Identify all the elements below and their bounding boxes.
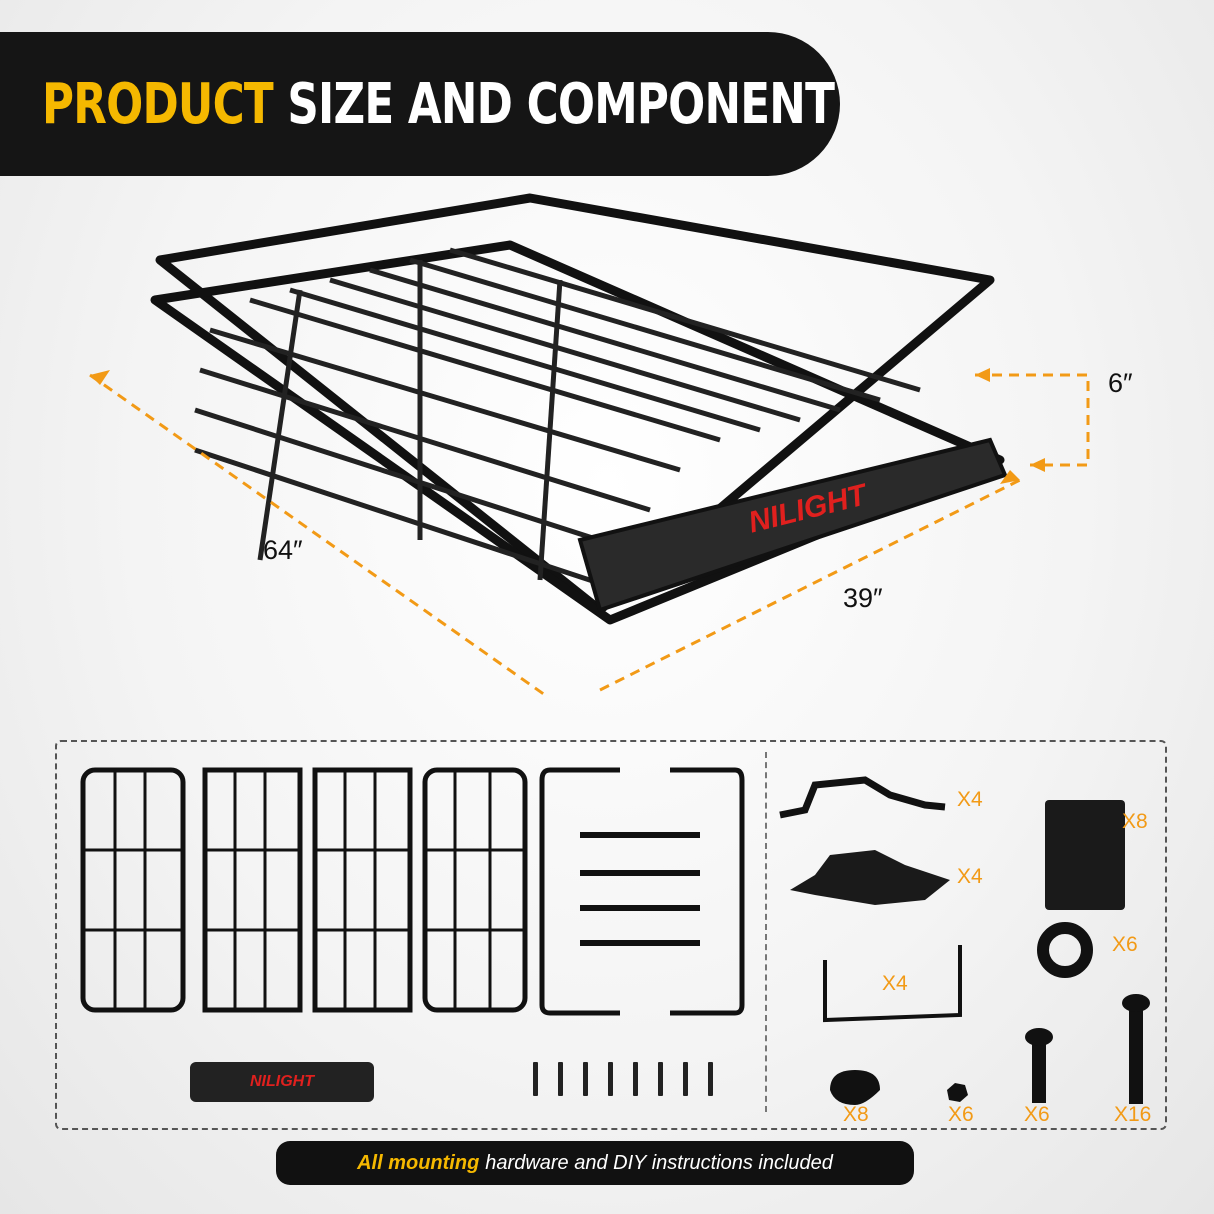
connector-pin bbox=[533, 1062, 538, 1096]
connector-pin bbox=[683, 1062, 688, 1096]
u-bolt-icon bbox=[823, 945, 962, 1023]
connector-pin bbox=[658, 1062, 663, 1096]
short-bolt-icon bbox=[1032, 1035, 1046, 1103]
wind-fairing-part: NILIGHT bbox=[190, 1062, 374, 1102]
long-bolt-icon bbox=[1129, 1000, 1143, 1104]
u-bolt-qty: X4 bbox=[882, 972, 908, 995]
sleeve-plate-icon bbox=[1045, 800, 1125, 910]
connector-pin bbox=[583, 1062, 588, 1096]
short-bolt-qty: X6 bbox=[1024, 1103, 1050, 1126]
p-clamp-qty: X6 bbox=[1112, 933, 1138, 956]
roof-rack-illustration: NILIGHT bbox=[89, 193, 1090, 697]
connector-pin bbox=[608, 1062, 613, 1096]
rubber-base-pad-qty: X4 bbox=[957, 865, 983, 888]
brand-logo: NILIGHT bbox=[250, 1073, 314, 1090]
mounting-bracket-qty: X4 bbox=[957, 788, 983, 811]
connector-pin bbox=[558, 1062, 563, 1096]
footer-banner: All mounting hardware and DIY instructio… bbox=[276, 1141, 914, 1185]
length-dimension: 64″ bbox=[263, 535, 303, 565]
knob-nut-icon bbox=[830, 1070, 880, 1105]
title-banner: PRODUCT SIZE AND COMPONENT bbox=[0, 32, 840, 176]
rubber-base-pad-icon bbox=[790, 850, 950, 905]
connector-pin bbox=[633, 1062, 638, 1096]
knob-nut-qty: X8 bbox=[843, 1103, 869, 1126]
wind-fairing-panel bbox=[577, 437, 1008, 613]
mounting-bracket-icon bbox=[779, 776, 946, 819]
hex-nut-qty: X6 bbox=[948, 1103, 974, 1126]
width-dimension: 39″ bbox=[843, 583, 883, 613]
page-title: PRODUCT SIZE AND COMPONENT bbox=[42, 71, 835, 137]
components-box bbox=[55, 740, 1167, 1130]
sleeve-plate-qty: X8 bbox=[1122, 810, 1148, 833]
footer-text: hardware and DIY instructions included bbox=[485, 1151, 833, 1174]
footer-highlight: All mounting bbox=[357, 1151, 480, 1174]
title-highlight: PRODUCT bbox=[42, 71, 274, 137]
connector-pin bbox=[708, 1062, 713, 1096]
rail-panels bbox=[80, 767, 745, 1016]
hex-nut-icon bbox=[947, 1083, 968, 1102]
hardware-parts bbox=[779, 776, 1150, 1105]
height-dimension: 6″ bbox=[1108, 368, 1133, 398]
p-clamp-icon bbox=[1037, 922, 1093, 978]
components-divider bbox=[765, 752, 767, 1112]
title-rest: SIZE AND COMPONENT bbox=[287, 71, 835, 137]
long-bolt-qty: X16 bbox=[1114, 1103, 1152, 1126]
